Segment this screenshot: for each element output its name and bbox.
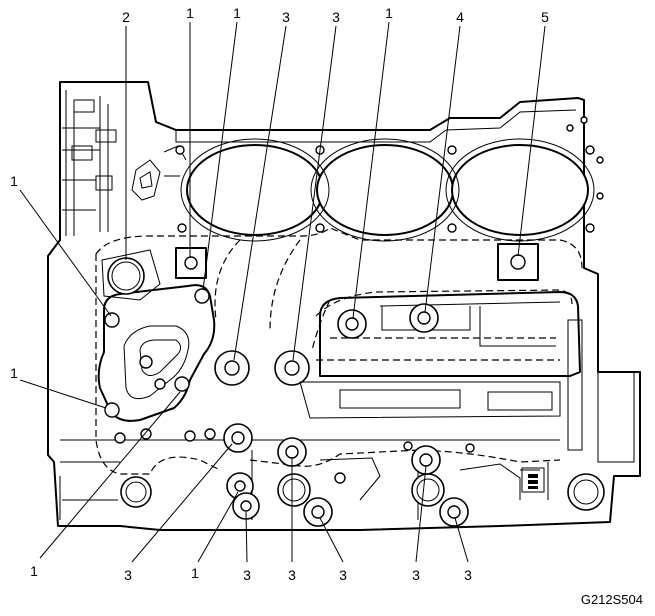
wall-slot-1 [73, 99, 95, 113]
lower-plug-3 [240, 500, 252, 512]
callout-5: 1 [385, 5, 393, 21]
leader-3d [245, 511, 248, 563]
rail-end-bolt [417, 311, 431, 325]
cylinder-bore-2 [316, 144, 454, 236]
leader-3b [292, 25, 337, 361]
right-extension [597, 371, 635, 463]
lower-plug-1 [231, 431, 245, 445]
cover-inner-channel [123, 325, 190, 400]
middle-plug-left [224, 360, 240, 376]
leader-3h [454, 517, 469, 563]
callout-11: 3 [124, 567, 132, 583]
cover-slot [139, 339, 182, 376]
callout-4: 3 [332, 9, 340, 25]
right-side-strip [567, 319, 583, 451]
oil-filter-adapter-port [107, 257, 145, 295]
lower-bore-left [120, 476, 152, 508]
deck-holes [175, 116, 604, 233]
callout-0: 2 [122, 9, 130, 25]
bore-ring-1 [180, 138, 330, 242]
cylinder-bore-1 [186, 144, 324, 236]
oil-pump-cover [97, 284, 216, 422]
cover-lower-left-bolt [104, 402, 120, 418]
lower-plug-6 [447, 505, 461, 519]
lower-bore-far-right [567, 473, 605, 511]
upper-left-square-hole [184, 256, 198, 270]
wall-slot-2 [95, 129, 117, 143]
cover-left-bolt [104, 312, 120, 328]
leader-1f [39, 391, 181, 559]
leader-3f [319, 517, 344, 563]
lower-plug-4 [311, 505, 325, 519]
leader-1c [352, 21, 390, 319]
callout-7: 5 [541, 9, 549, 25]
left-wall-ribs [62, 90, 109, 236]
deck-ledge [175, 109, 577, 143]
upper-right-square-hole [510, 254, 526, 270]
oil-filter-adapter-inner [111, 261, 141, 291]
leader-1e [19, 379, 107, 409]
cover-small-hole [154, 378, 166, 390]
engine-block-drawing [47, 81, 641, 531]
leader-4 [424, 25, 461, 313]
lower-small-holes [114, 428, 475, 484]
bracket [131, 159, 161, 201]
callout-17: 3 [464, 567, 472, 583]
lower-grid-fill [528, 474, 538, 489]
leader-5 [517, 25, 546, 257]
callout-10: 1 [30, 563, 38, 579]
center-rail-bolt [345, 317, 359, 331]
leader-3c [131, 443, 233, 563]
bore-ring-2 [310, 138, 460, 242]
lower-grid-block [521, 467, 545, 493]
figure-id: G212S504 [581, 592, 643, 607]
cover-upper-bolt [194, 288, 210, 304]
cover-center-hole [139, 355, 153, 369]
cylinder-bore-3 [451, 144, 589, 236]
lower-plug-2 [285, 445, 299, 459]
callout-15: 3 [339, 567, 347, 583]
callout-3: 3 [282, 9, 290, 25]
callout-14: 3 [288, 567, 296, 583]
middle-plug-right [284, 360, 300, 376]
block-outline [47, 81, 641, 531]
right-rail [319, 291, 581, 377]
rail-groove [315, 289, 573, 361]
wall-slot-3 [71, 145, 93, 161]
port-boss-outline [101, 249, 161, 301]
callout-6: 4 [456, 9, 464, 25]
callout-labels: 2 1 1 3 3 1 4 5 1 1 1 3 1 3 3 3 3 3 [10, 5, 549, 583]
leader-3g [415, 465, 427, 563]
sealing-groove [95, 227, 583, 475]
callout-16: 3 [412, 567, 420, 583]
leader-3a [233, 25, 287, 361]
callout-2: 1 [233, 5, 241, 21]
leader-lines [19, 21, 546, 563]
callout-9: 1 [10, 365, 18, 381]
lower-plug-5 [419, 453, 433, 467]
callout-12: 1 [191, 565, 199, 581]
upper-right-square-boss [497, 243, 539, 281]
cover-lower-right-bolt [174, 376, 190, 392]
leader-1d [19, 189, 112, 317]
callout-13: 3 [243, 567, 251, 583]
callout-1: 1 [186, 5, 194, 21]
callout-8: 1 [10, 173, 18, 189]
wall-slot-4 [95, 175, 113, 191]
leader-1b [202, 21, 238, 291]
lower-small-boss [234, 480, 246, 492]
leader-1g [197, 491, 239, 563]
